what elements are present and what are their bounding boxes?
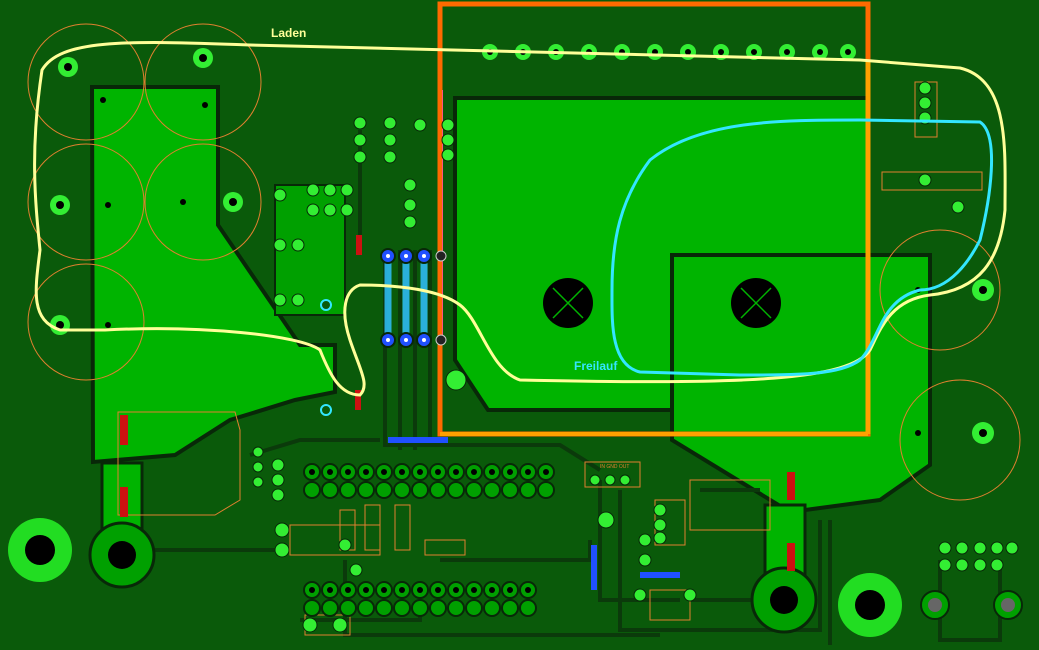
cyan-via-bars <box>384 255 428 340</box>
orange-outlines <box>437 1 871 437</box>
red-markers <box>120 235 795 571</box>
capacitor-pads <box>50 48 994 444</box>
blue-traces <box>388 437 680 590</box>
laden-label: Laden <box>271 26 306 40</box>
connector-pin-labels: IN GND OUT <box>600 464 629 470</box>
laden-current-loop <box>33 41 1007 397</box>
cyan-ring-pads <box>320 299 332 416</box>
header-holes <box>309 469 549 593</box>
freilauf-label: Freilauf <box>574 359 618 373</box>
freilauf-current-loop <box>610 118 994 377</box>
left-copper-pour <box>89 85 337 465</box>
via-holes <box>386 250 447 346</box>
capacitor-outlines <box>27 23 1021 501</box>
bolt-holes <box>543 278 781 328</box>
small-component-pads <box>252 81 1019 633</box>
terminal-pads <box>8 518 1023 637</box>
